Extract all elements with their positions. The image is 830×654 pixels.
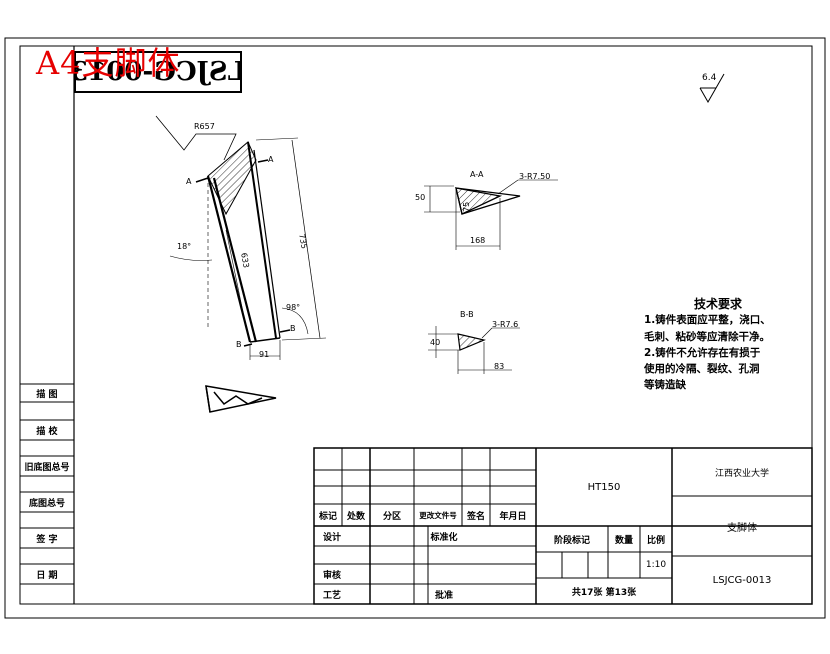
main-view [155,115,327,360]
section-aa-title: A-A [470,170,484,179]
bottom-view [205,385,277,413]
school-name: 江西农业大学 [714,468,769,479]
sheet-count: 共17张 第13张 [571,587,637,598]
approve-label: 批准 [434,590,453,601]
section-bb-width: 83 [494,362,505,371]
section-aa-radius: 3-R7.50 [519,172,551,181]
standard-label: 标准化 [430,532,458,543]
section-bb-height: 40 [430,338,441,347]
section-aa-width: 168 [470,236,486,245]
header-date: 年月日 [499,511,527,522]
header-mark: 标记 [318,511,337,522]
section-b-right: B [290,324,296,333]
angle-98-label: 98° [286,303,301,312]
drawing-number: LSJCG-0013 [712,574,772,586]
outer-frame [4,37,826,619]
section-bb-title: B-B [460,310,474,319]
material-value: HT150 [587,481,621,493]
section-aa-height: 50 [415,193,426,202]
radius-label: R657 [194,122,215,131]
side-cell-sign: 签 字 [36,534,58,545]
scale-value: 1:10 [645,560,667,570]
tech-line-3: 2.铸件不允许存在有损于 [644,347,761,359]
bottom-dimension: 91 [259,350,270,359]
title-block-lines [313,447,813,605]
angle-18-label: 18° [177,242,192,251]
design-label: 设计 [322,532,341,543]
section-bb-radius: 3-R7.6 [492,320,519,329]
side-cell-checker: 描 校 [36,426,58,437]
roughness-value: 6.4 [702,73,717,83]
stage-mark-label: 阶段标记 [553,535,590,546]
tech-line-1: 1.铸件表面应平整，浇口、 [644,314,771,326]
review-label: 审核 [322,570,341,581]
weight-label: 数量 [614,535,633,546]
tech-line-2: 毛刺、粘砂等应清除干净。 [644,331,770,343]
tech-requirements-title: 技术要求 [694,297,743,311]
side-cell-tracer: 描 图 [36,389,58,400]
section-aa-inner: 75 [462,201,471,212]
section-bb [428,326,520,374]
side-cell-old-no: 旧底图总号 [24,462,70,473]
section-a-right: A [268,155,274,164]
header-zone: 分区 [382,511,401,522]
header-change-doc: 更改文件号 [419,510,457,520]
tech-line-5: 等铸造缺 [644,379,686,391]
part-name: 支脚体 [727,522,757,534]
header-count: 处数 [346,511,365,522]
craft-label: 工艺 [322,590,341,601]
side-cell-date: 日 期 [36,570,58,581]
side-table-lines [20,383,74,585]
red-stamp-title: A4支脚体 [36,44,181,82]
section-a-left: A [186,177,192,186]
tech-line-4: 使用的冷隔、裂纹、孔洞 [644,363,760,375]
scale-label: 比例 [646,535,665,546]
header-signature: 签名 [466,511,485,522]
roughness-symbol [699,73,725,104]
section-aa [424,179,558,250]
side-cell-base-no: 底图总号 [28,498,65,509]
section-b-left: B [236,340,242,349]
